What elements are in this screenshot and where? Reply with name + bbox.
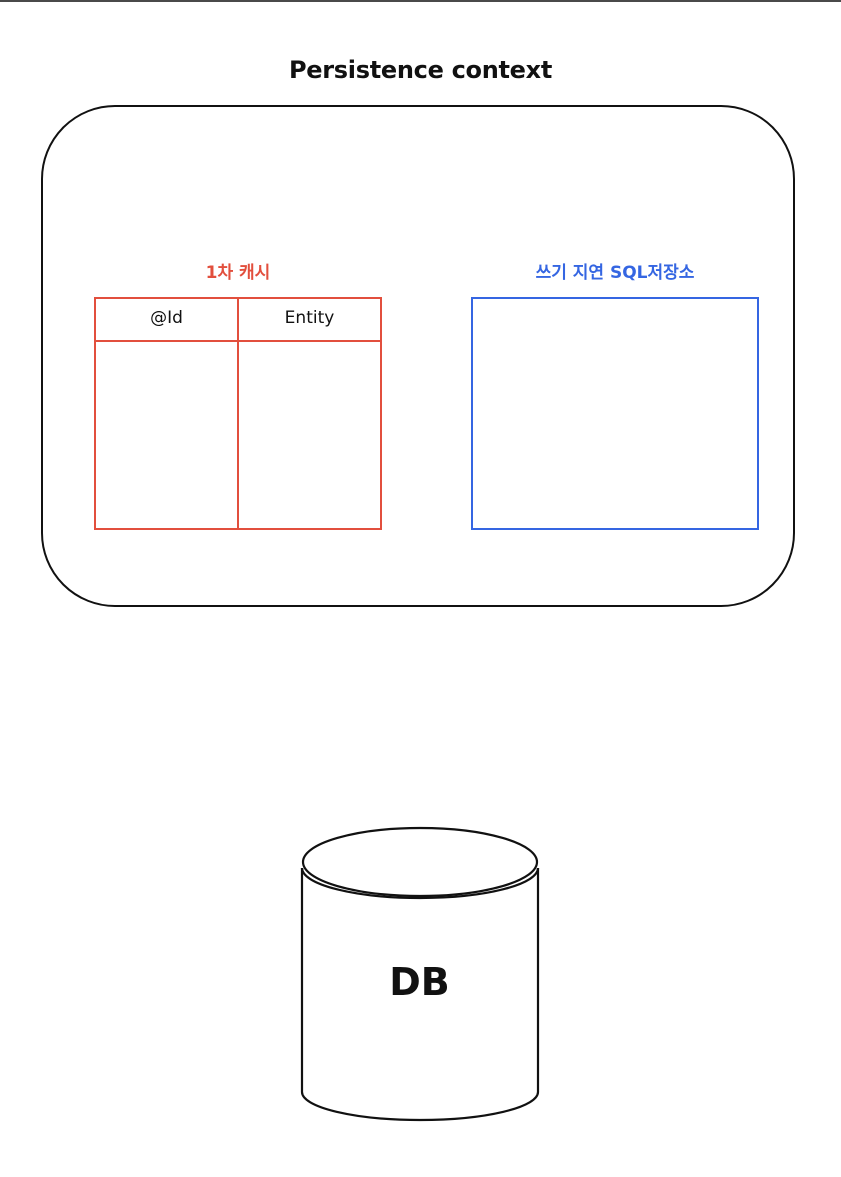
first-level-cache-table: @Id Entity — [94, 297, 382, 530]
cache-column-entity: Entity — [284, 308, 335, 328]
database-cylinder-body — [300, 868, 540, 1122]
top-divider — [0, 0, 841, 2]
cache-column-id: @Id — [150, 308, 183, 328]
write-behind-sql-store-label: 쓰기 지연 SQL저장소 — [535, 263, 695, 283]
database-cylinder-icon — [300, 826, 540, 1122]
persistence-context-box — [41, 105, 795, 607]
write-behind-sql-store-box — [471, 297, 759, 530]
diagram-title: Persistence context — [289, 56, 552, 84]
database-cylinder-rim — [300, 867, 540, 900]
database-cylinder-top — [301, 826, 539, 898]
first-level-cache-label: 1차 캐시 — [205, 263, 271, 283]
database-label: DB — [389, 960, 450, 1004]
cache-column-divider — [237, 299, 239, 528]
